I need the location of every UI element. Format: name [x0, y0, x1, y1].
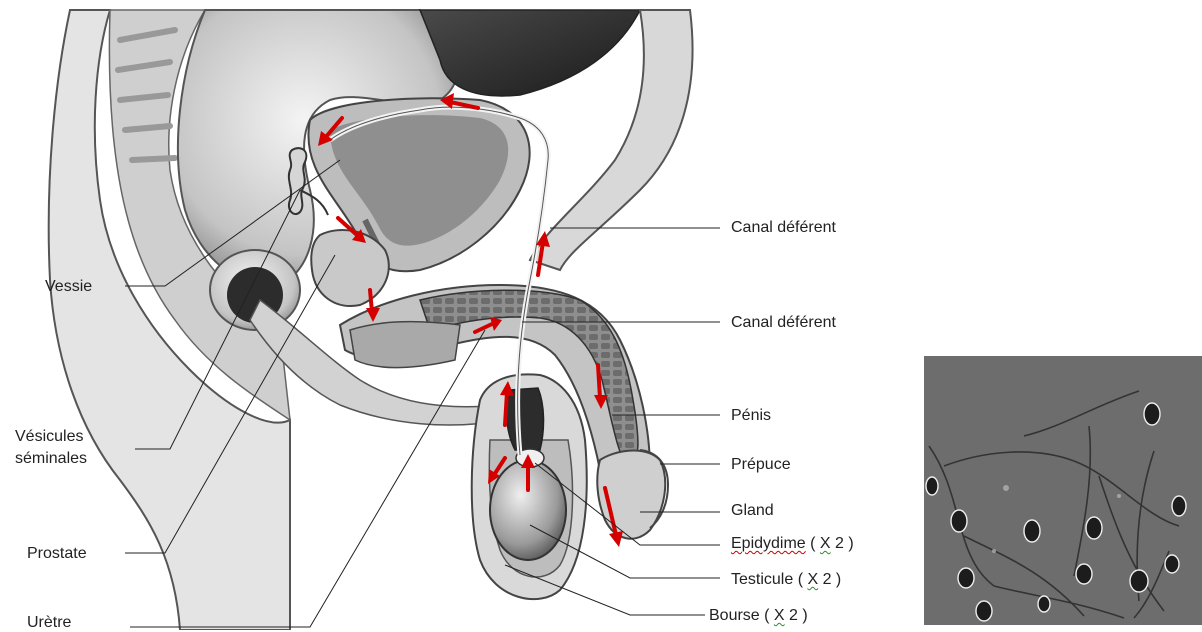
sperm-head [951, 510, 967, 532]
sperm-head [976, 601, 992, 621]
sperm-head [1165, 555, 1179, 573]
label-epidydime: Epidydime ( X 2 ) [731, 534, 854, 553]
sperm-head [1038, 596, 1050, 612]
label-epidydime-rest: 2 ) [831, 535, 854, 552]
label-canal-deferent-2: Canal déférent [731, 313, 836, 332]
label-prepuce: Prépuce [731, 455, 791, 474]
label-bourse: Bourse ( X 2 ) [709, 606, 808, 625]
flow-arrow [598, 365, 600, 398]
label-epidydime-word: Epidydime [731, 535, 806, 552]
label-testicule-word: Testicule [731, 571, 793, 588]
label-epidydime-x: X [820, 535, 831, 552]
sperm-head [1024, 520, 1040, 542]
flow-arrow [505, 392, 507, 425]
label-bourse-word: Bourse [709, 607, 760, 624]
sperm-micrograph-drawing [924, 356, 1202, 625]
label-testicule-rest: 2 ) [818, 571, 841, 588]
label-testicule-x: X [807, 571, 818, 588]
label-bourse-x: X [774, 607, 785, 624]
sperm-head [1076, 564, 1092, 584]
label-testicule-sep: ( [793, 571, 807, 588]
abdominal-cavity [420, 10, 640, 96]
flow-arrowhead [609, 531, 623, 547]
sperm-head [958, 568, 974, 588]
sperm-head [1144, 403, 1160, 425]
label-canal-deferent-1: Canal déférent [731, 218, 836, 237]
sperm-head [1172, 496, 1186, 516]
sperm-head [926, 477, 938, 495]
label-penis: Pénis [731, 406, 771, 425]
label-vesicules-line2: séminales [15, 449, 87, 468]
label-epidydime-sep: ( [806, 535, 820, 552]
label-gland: Gland [731, 501, 774, 520]
label-vessie: Vessie [45, 277, 92, 296]
label-bourse-rest: 2 ) [785, 607, 808, 624]
prostate-gland [311, 230, 389, 306]
label-testicule: Testicule ( X 2 ) [731, 570, 841, 589]
label-vesicules-line1: Vésicules [15, 427, 83, 446]
label-bourse-sep: ( [760, 607, 774, 624]
label-prostate: Prostate [27, 544, 87, 563]
sperm-head [1130, 570, 1148, 592]
sperm-head [1086, 517, 1102, 539]
sperm-micrograph [924, 356, 1202, 625]
label-uretre: Urètre [27, 613, 71, 632]
